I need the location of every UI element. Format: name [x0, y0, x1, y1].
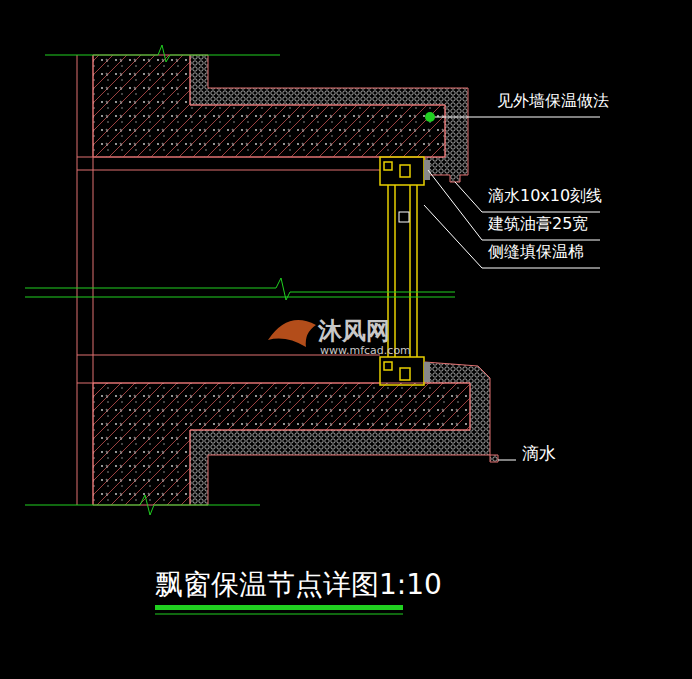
- note-label: 滴水10x10刻线: [488, 187, 602, 205]
- watermark-url: www.mfcad.com: [320, 345, 411, 357]
- note-label: 侧缝填保温棉: [488, 243, 584, 261]
- note-label: 见外墙保温做法: [497, 92, 609, 110]
- drawing-title: 飘窗保温节点详图1:10: [155, 570, 442, 601]
- note-label: 建筑油膏25宽: [488, 215, 588, 233]
- note-label: 滴水: [522, 444, 556, 463]
- watermark: 沐风网: [318, 318, 390, 344]
